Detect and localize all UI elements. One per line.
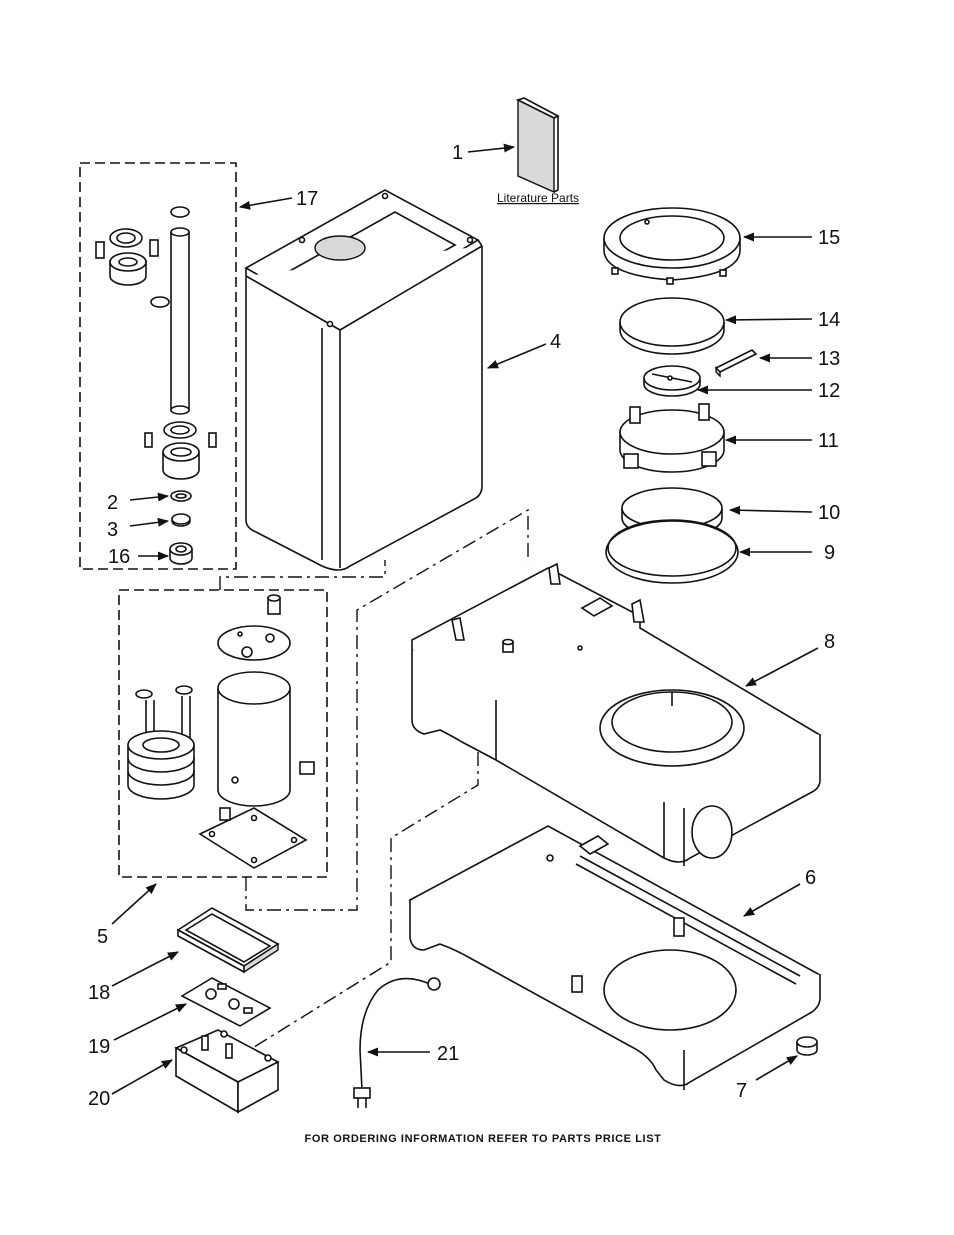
part-9-seal-ring — [605, 519, 739, 584]
part-19-circuit-board — [180, 977, 272, 1027]
part-5-heater-tank-assembly — [127, 594, 315, 869]
part-16-nut — [169, 542, 193, 565]
callout-12: 12 — [818, 380, 840, 402]
callout-numbers: 1 2 3 4 5 6 7 8 9 10 11 12 13 14 15 16 1… — [88, 142, 840, 1110]
callout-20: 20 — [88, 1088, 110, 1110]
part-1-literature-booklet — [515, 97, 560, 194]
part-6-bottom-tray — [408, 825, 822, 1090]
callout-5: 5 — [97, 926, 108, 948]
part-18-cover — [176, 907, 280, 974]
callout-6: 6 — [805, 867, 816, 889]
callout-4: 4 — [550, 331, 561, 353]
part-13-bar — [714, 349, 758, 378]
callout-8: 8 — [824, 631, 835, 653]
footer-note: FOR ORDERING INFORMATION REFER TO PARTS … — [305, 1133, 662, 1145]
assembly-guide-lines — [219, 508, 529, 1063]
callout-17: 17 — [296, 188, 318, 210]
part-8-base — [411, 562, 822, 866]
part-4-housing — [244, 189, 483, 571]
callout-13: 13 — [818, 348, 840, 370]
callout-18: 18 — [88, 982, 110, 1004]
callout-16: 16 — [108, 546, 130, 568]
callout-11: 11 — [818, 430, 839, 452]
leader-lines — [111, 143, 819, 1095]
part-15-ring-cover — [603, 207, 741, 285]
part-3-washer — [171, 513, 191, 527]
callout-3: 3 — [107, 519, 118, 541]
callout-1: 1 — [452, 142, 463, 164]
part-2-washer — [170, 490, 192, 502]
callout-19: 19 — [88, 1036, 110, 1058]
part-7-foot — [796, 1036, 818, 1056]
part-17-tube-assembly — [95, 206, 217, 480]
callout-9: 9 — [824, 542, 835, 564]
part-20-control-box — [174, 1029, 280, 1114]
part-11-retainer — [619, 403, 725, 473]
callout-7: 7 — [736, 1080, 747, 1102]
callout-2: 2 — [107, 492, 118, 514]
callout-10: 10 — [818, 502, 840, 524]
part-14-disc — [619, 297, 725, 355]
callout-14: 14 — [818, 309, 840, 331]
assembly-5-box — [118, 589, 328, 878]
part-21-power-cord — [353, 977, 441, 1108]
callout-15: 15 — [818, 227, 840, 249]
literature-parts-label: Literature Parts — [497, 191, 579, 205]
callout-21: 21 — [437, 1043, 459, 1065]
part-12-valve-disc — [643, 365, 701, 397]
assembly-17-box — [79, 162, 237, 570]
